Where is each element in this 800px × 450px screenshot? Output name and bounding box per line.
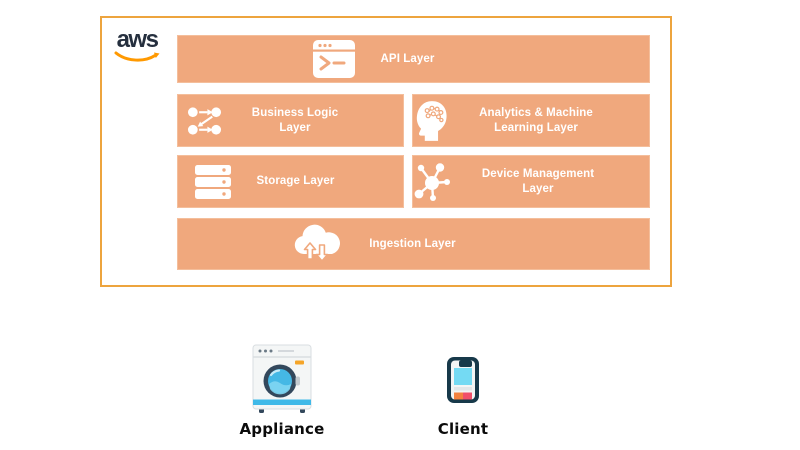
- aws-logo: aws: [112, 28, 162, 64]
- layer-label: API Layer: [380, 52, 435, 65]
- smartphone-icon: [447, 357, 479, 403]
- endpoint-appliance: Appliance: [232, 344, 332, 438]
- layer-label: Business Logic Layer: [251, 106, 339, 134]
- appliance-label: Appliance: [239, 420, 325, 438]
- client-label: Client: [437, 420, 489, 438]
- layer-api: API Layer: [177, 35, 650, 83]
- layer-storage: Storage Layer: [177, 155, 404, 208]
- aws-smile-swoosh-icon: [114, 51, 160, 62]
- aws-logo-text: aws: [116, 26, 159, 53]
- layer-device-management: Device Management Layer: [412, 155, 650, 208]
- layer-label: Device Management Layer: [481, 167, 595, 195]
- head-brain-icon: [412, 100, 448, 142]
- layer-label: Ingestion Layer: [369, 237, 456, 250]
- workflow-nodes-icon: [187, 104, 222, 138]
- endpoint-client: Client: [418, 344, 508, 438]
- layer-business-logic: Business Logic Layer: [177, 94, 404, 147]
- layer-analytics-ml: Analytics & Machine Learning Layer: [412, 94, 650, 147]
- server-stack-icon: [194, 164, 231, 199]
- layer-label: Analytics & Machine Learning Layer: [479, 106, 593, 134]
- aws-cloud-box: aws: [100, 16, 672, 287]
- terminal-window-icon: [312, 40, 355, 78]
- cloud-up-down-icon: [291, 224, 343, 264]
- layer-label: Storage Layer: [256, 175, 335, 188]
- layer-ingestion: Ingestion Layer: [177, 218, 650, 270]
- layer-stack: API Layer: [177, 35, 650, 270]
- washing-machine-icon: [252, 344, 312, 413]
- network-hub-icon: [412, 162, 452, 202]
